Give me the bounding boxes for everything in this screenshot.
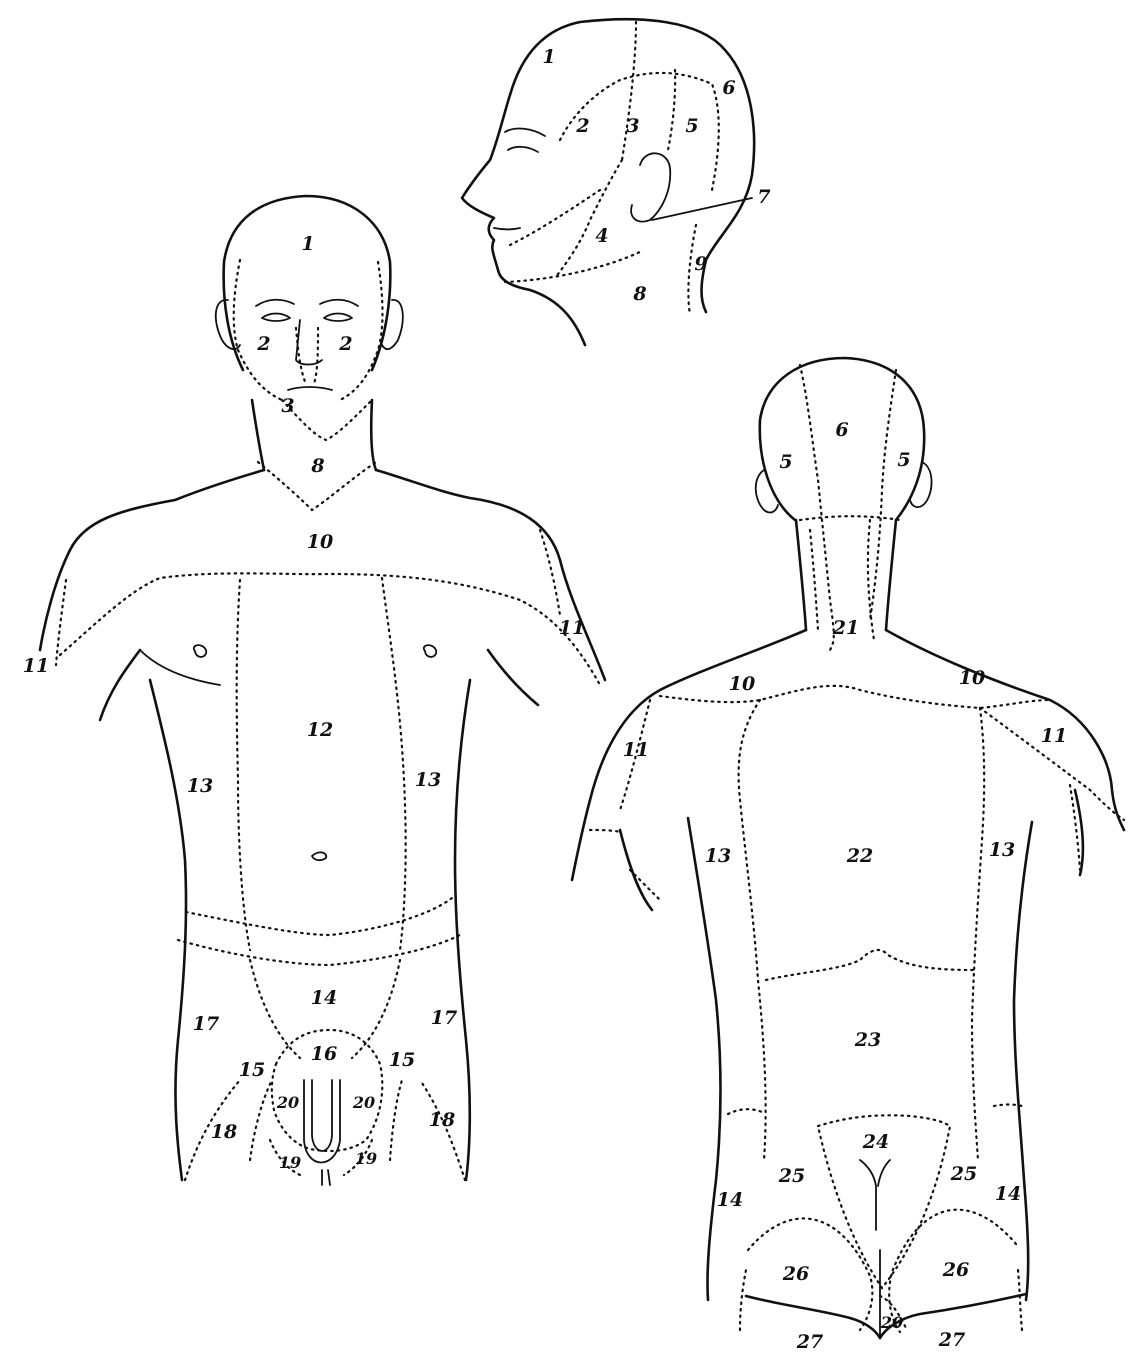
front-label-14: 14	[311, 987, 337, 1009]
back-label-25-left: 25	[778, 1165, 805, 1187]
front-label-19-left: 19	[279, 1153, 301, 1172]
back-torso-figure: 6 5 5 21 10 10 11 11 22 13 13 23 24 25 2…	[572, 358, 1124, 1352]
front-head-outline	[224, 196, 391, 370]
profile-region-boundaries	[505, 22, 719, 315]
front-label-15-right: 15	[389, 1049, 415, 1071]
back-label-11-left: 11	[623, 739, 649, 761]
back-label-5-right: 5	[897, 449, 910, 471]
head-profile-figure: 1 2 3 4 5 6 7 8 9	[462, 19, 771, 345]
profile-label-4: 4	[595, 225, 608, 247]
front-side-right	[455, 680, 470, 1180]
profile-ear	[631, 153, 670, 221]
front-label-19-right: 19	[355, 1149, 377, 1168]
profile-label-3: 3	[626, 115, 639, 137]
back-label-10-left: 10	[729, 673, 755, 695]
back-neck-left	[796, 520, 806, 630]
front-neck-left	[252, 400, 264, 470]
front-mouth	[288, 387, 332, 390]
back-label-27-right: 27	[938, 1329, 965, 1351]
profile-outline	[462, 19, 754, 345]
front-eye-left	[262, 314, 290, 322]
front-nipple-right	[424, 645, 436, 657]
profile-pointer-line-7	[652, 198, 752, 220]
front-label-17-right: 17	[431, 1007, 457, 1029]
front-label-8: 8	[310, 455, 324, 477]
back-coccyx-mark	[860, 1160, 890, 1230]
front-nipple-left	[194, 645, 206, 657]
profile-mouth	[494, 228, 520, 230]
back-label-13-left: 13	[705, 845, 731, 867]
profile-brow	[505, 129, 545, 136]
profile-eye	[508, 147, 538, 152]
back-label-26-left: 26	[782, 1263, 809, 1285]
front-navel	[312, 852, 326, 860]
front-label-13-right: 13	[415, 769, 441, 791]
front-arm-right-stub	[488, 650, 538, 705]
front-label-17-left: 17	[193, 1013, 219, 1035]
front-label-3: 3	[281, 395, 294, 417]
front-side-left	[150, 680, 186, 1180]
front-label-20-right: 20	[352, 1093, 375, 1112]
front-neck-right	[371, 400, 376, 470]
front-label-11-left: 11	[23, 655, 49, 677]
back-neck-right	[886, 520, 896, 630]
back-shoulders-outline	[572, 630, 1124, 880]
front-penis	[304, 1080, 340, 1163]
back-label-5-left: 5	[779, 451, 792, 473]
back-side-right	[1014, 822, 1032, 1300]
back-label-20: 20	[880, 1313, 903, 1332]
profile-label-8: 8	[632, 283, 646, 305]
back-label-11-right: 11	[1041, 725, 1067, 747]
front-label-20-left: 20	[276, 1093, 299, 1112]
front-arm-left-stub	[100, 650, 140, 720]
profile-label-5: 5	[685, 115, 698, 137]
front-scrotum-line	[322, 1170, 330, 1185]
front-label-16: 16	[311, 1043, 337, 1065]
back-label-6: 6	[835, 419, 848, 441]
profile-label-1: 1	[542, 46, 555, 68]
front-label-10: 10	[307, 531, 333, 553]
profile-label-9: 9	[694, 253, 707, 275]
profile-label-7: 7	[757, 186, 770, 208]
back-label-13-right: 13	[989, 839, 1015, 861]
front-label-13-left: 13	[187, 775, 213, 797]
back-label-14-right: 14	[995, 1183, 1021, 1205]
front-torso-figure: 1 2 2 3 8 10 11 11 12 13 13 14 15 15 16 …	[23, 196, 605, 1185]
back-label-26-right: 26	[942, 1259, 969, 1281]
front-brow-right	[320, 300, 358, 306]
front-pectoral-left	[140, 650, 220, 685]
profile-label-2: 2	[575, 115, 589, 137]
back-label-23: 23	[854, 1029, 881, 1051]
front-label-18-right: 18	[429, 1109, 455, 1131]
back-label-25-right: 25	[950, 1163, 977, 1185]
back-arm-left-stub	[620, 830, 652, 910]
front-brow-left	[256, 300, 294, 306]
front-label-2-right: 2	[338, 333, 352, 355]
back-label-10-right: 10	[959, 667, 985, 689]
back-label-21: 21	[832, 617, 859, 639]
front-label-11-right: 11	[559, 617, 585, 639]
back-label-27-left: 27	[796, 1331, 823, 1352]
back-label-14-left: 14	[717, 1189, 743, 1211]
back-side-left	[688, 818, 721, 1300]
front-label-18-left: 18	[211, 1121, 237, 1143]
front-label-15-left: 15	[239, 1059, 265, 1081]
back-label-22: 22	[846, 845, 873, 867]
profile-label-6: 6	[722, 77, 735, 99]
front-label-1: 1	[301, 233, 314, 255]
front-eye-right	[324, 314, 352, 322]
front-label-2-left: 2	[256, 333, 270, 355]
back-label-24: 24	[862, 1131, 889, 1153]
front-label-12: 12	[307, 719, 333, 741]
